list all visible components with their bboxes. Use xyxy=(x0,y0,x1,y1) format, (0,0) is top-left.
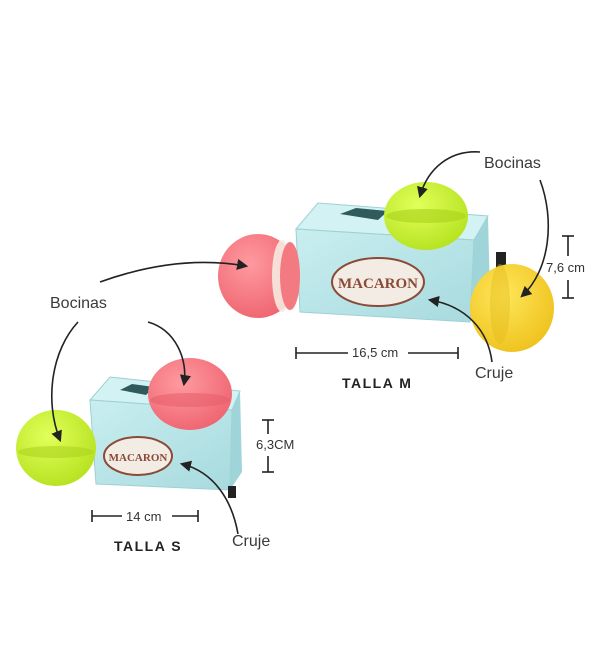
arrow-bocinas-s-pink xyxy=(147,321,191,387)
dimension-lines xyxy=(91,235,574,522)
tag-icon-small xyxy=(228,486,236,498)
arrow-bocinas-m-lime xyxy=(417,151,481,199)
dimension-height-medium: 7,6 cm xyxy=(546,260,586,275)
label-cruje-medium: Cruje xyxy=(475,365,514,382)
label-cruje-small: Cruje xyxy=(232,533,271,550)
tag-icon xyxy=(496,252,506,270)
size-label-small: TALLA S xyxy=(114,538,183,554)
box-brand-text-small: MACARON xyxy=(109,452,168,464)
yellow-macaron-medium xyxy=(470,264,554,352)
macaron-label-medium xyxy=(331,257,425,307)
arrow-bocinas-pink-m xyxy=(99,258,249,283)
label-bocinas-medium: Bocinas xyxy=(484,155,541,172)
dimension-height-small: 6,3CM xyxy=(256,437,295,452)
macaron-label-small xyxy=(103,436,173,476)
arrow-cruje-m xyxy=(427,295,493,363)
dimension-width-medium: 16,5 cm xyxy=(352,345,399,360)
arrow-cruje-s xyxy=(179,460,239,535)
box-brand-text-medium: MACARON xyxy=(338,276,418,292)
size-label-medium: TALLA M xyxy=(342,375,413,391)
lime-macaron-medium xyxy=(384,182,468,250)
label-bocinas-small: Bocinas xyxy=(50,295,107,312)
arrow-bocinas-m-yellow xyxy=(520,179,550,298)
dimension-width-small: 14 cm xyxy=(126,509,162,524)
arrow-bocinas-s-lime xyxy=(50,321,79,443)
pink-macaron-medium xyxy=(218,234,300,318)
callout-arrows xyxy=(50,151,550,535)
pink-macaron-small xyxy=(148,358,232,430)
lime-macaron-small xyxy=(16,410,96,486)
